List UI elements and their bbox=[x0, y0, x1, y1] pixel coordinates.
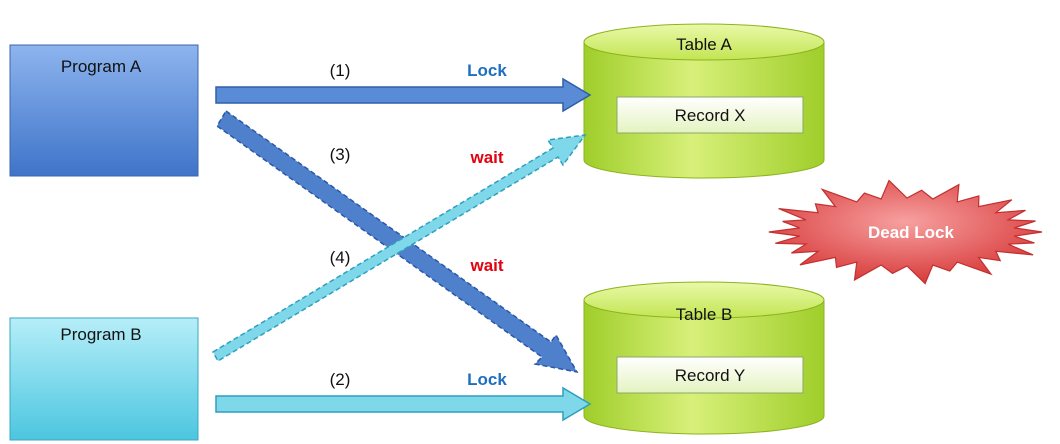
program-a-box: Program A bbox=[9, 44, 199, 177]
step-3-number: (3) bbox=[330, 145, 351, 164]
arrow-4-wait bbox=[211, 134, 587, 363]
table-b-label: Table B bbox=[676, 305, 733, 324]
record-x-label: Record X bbox=[675, 106, 746, 125]
record-y-box: Record Y bbox=[616, 356, 804, 394]
step-4-number: (4) bbox=[330, 248, 351, 267]
step-1-action: Lock bbox=[467, 61, 507, 80]
step-1-number: (1) bbox=[330, 61, 351, 80]
step-4-action: wait bbox=[469, 256, 503, 275]
table-b-cylinder: Table B Record Y bbox=[583, 281, 825, 435]
arrow-3-wait bbox=[215, 109, 579, 374]
record-x-box: Record X bbox=[616, 96, 804, 134]
step-2-action: Lock bbox=[467, 370, 507, 389]
program-a-label: Program A bbox=[61, 57, 142, 76]
deadlock-starburst: Dead Lock bbox=[768, 179, 1043, 285]
program-b-box: Program B bbox=[9, 317, 199, 441]
program-b-label: Program B bbox=[60, 325, 141, 344]
arrow-2-lock bbox=[215, 386, 592, 422]
table-a-cylinder: Table A Record X bbox=[583, 23, 825, 179]
step-3-action: wait bbox=[469, 148, 503, 167]
deadlock-label: Dead Lock bbox=[868, 223, 955, 242]
record-y-label: Record Y bbox=[675, 366, 746, 385]
table-a-label: Table A bbox=[676, 35, 732, 54]
arrow-1-lock bbox=[215, 77, 592, 113]
step-2-number: (2) bbox=[330, 370, 351, 389]
